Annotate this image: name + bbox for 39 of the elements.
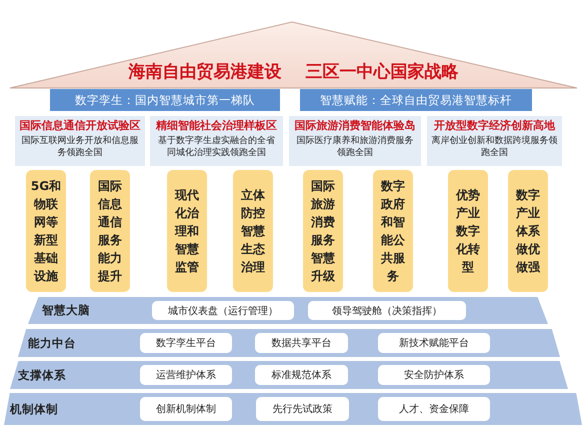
pillar: 优势产业数字化转型 bbox=[448, 170, 488, 292]
pillar: 数字产业体系做优做强 bbox=[508, 170, 548, 292]
zone-description: 离岸创业创新和数据跨境服务领跑全国 bbox=[431, 135, 558, 159]
zone-description: 基于数字孪生虚实融合的全省同城化治理实践领跑全国 bbox=[157, 135, 276, 159]
zone-description: 国际互联网业务开放和信息服务领跑全国 bbox=[20, 135, 140, 159]
zone-heading: 国际旅游消费智能体验岛 bbox=[294, 119, 416, 133]
pillar: 现代化治理和智慧监管 bbox=[167, 170, 207, 292]
component-box: 先行先试政策 bbox=[256, 397, 349, 421]
zone-card bbox=[150, 116, 283, 166]
component-box: 标准规范体系 bbox=[255, 365, 348, 385]
layer-band bbox=[4, 393, 582, 425]
pillar: 数字政府和智能公共服务 bbox=[373, 170, 413, 292]
title: 海南自由贸易港建设 三区一中心国家战略 bbox=[128, 61, 460, 83]
component-box: 数字孪生平台 bbox=[140, 333, 232, 353]
pillar: 立体防控智慧生态治理 bbox=[233, 170, 273, 292]
layer-heading: 能力中台 bbox=[28, 336, 76, 350]
component-box: 人才、资金保障 bbox=[378, 397, 490, 421]
pillar: 5G和物联网等新型基础设施 bbox=[26, 170, 66, 292]
component-box: 安全防护体系 bbox=[378, 365, 490, 385]
component-box: 城市仪表盘（运行管理） bbox=[152, 301, 294, 320]
zone-card bbox=[427, 116, 562, 166]
zone-heading: 国际信息通信开放试验区 bbox=[19, 119, 141, 133]
banner: 数字孪生：国内智慧城市第一梯队 bbox=[50, 89, 280, 111]
component-box: 运营维护体系 bbox=[140, 365, 232, 385]
zone-card bbox=[15, 116, 145, 166]
zone-card bbox=[289, 116, 421, 166]
zone-heading: 精细智能社会治理样板区 bbox=[154, 119, 278, 133]
component-box: 领导驾驶舱（决策指挥） bbox=[308, 301, 466, 320]
zone-heading: 开放型数字经济创新高地 bbox=[433, 119, 556, 133]
pillar: 国际信息通信服务能力提升 bbox=[90, 170, 130, 292]
component-box: 数据共享平台 bbox=[255, 333, 348, 353]
layer-heading: 机制体制 bbox=[10, 402, 58, 416]
component-box: 新技术赋能平台 bbox=[378, 333, 490, 353]
banner: 智慧赋能：全球自由贸易港智慧标杆 bbox=[300, 89, 532, 111]
component-box: 创新机制体制 bbox=[140, 397, 232, 421]
layer-heading: 智慧大脑 bbox=[42, 303, 90, 318]
pillar: 国际旅游消费服务智慧升级 bbox=[303, 170, 343, 292]
zone-description: 国际医疗康养和旅游消费服务领跑全国 bbox=[296, 135, 414, 159]
layer-heading: 支撑体系 bbox=[18, 368, 66, 382]
